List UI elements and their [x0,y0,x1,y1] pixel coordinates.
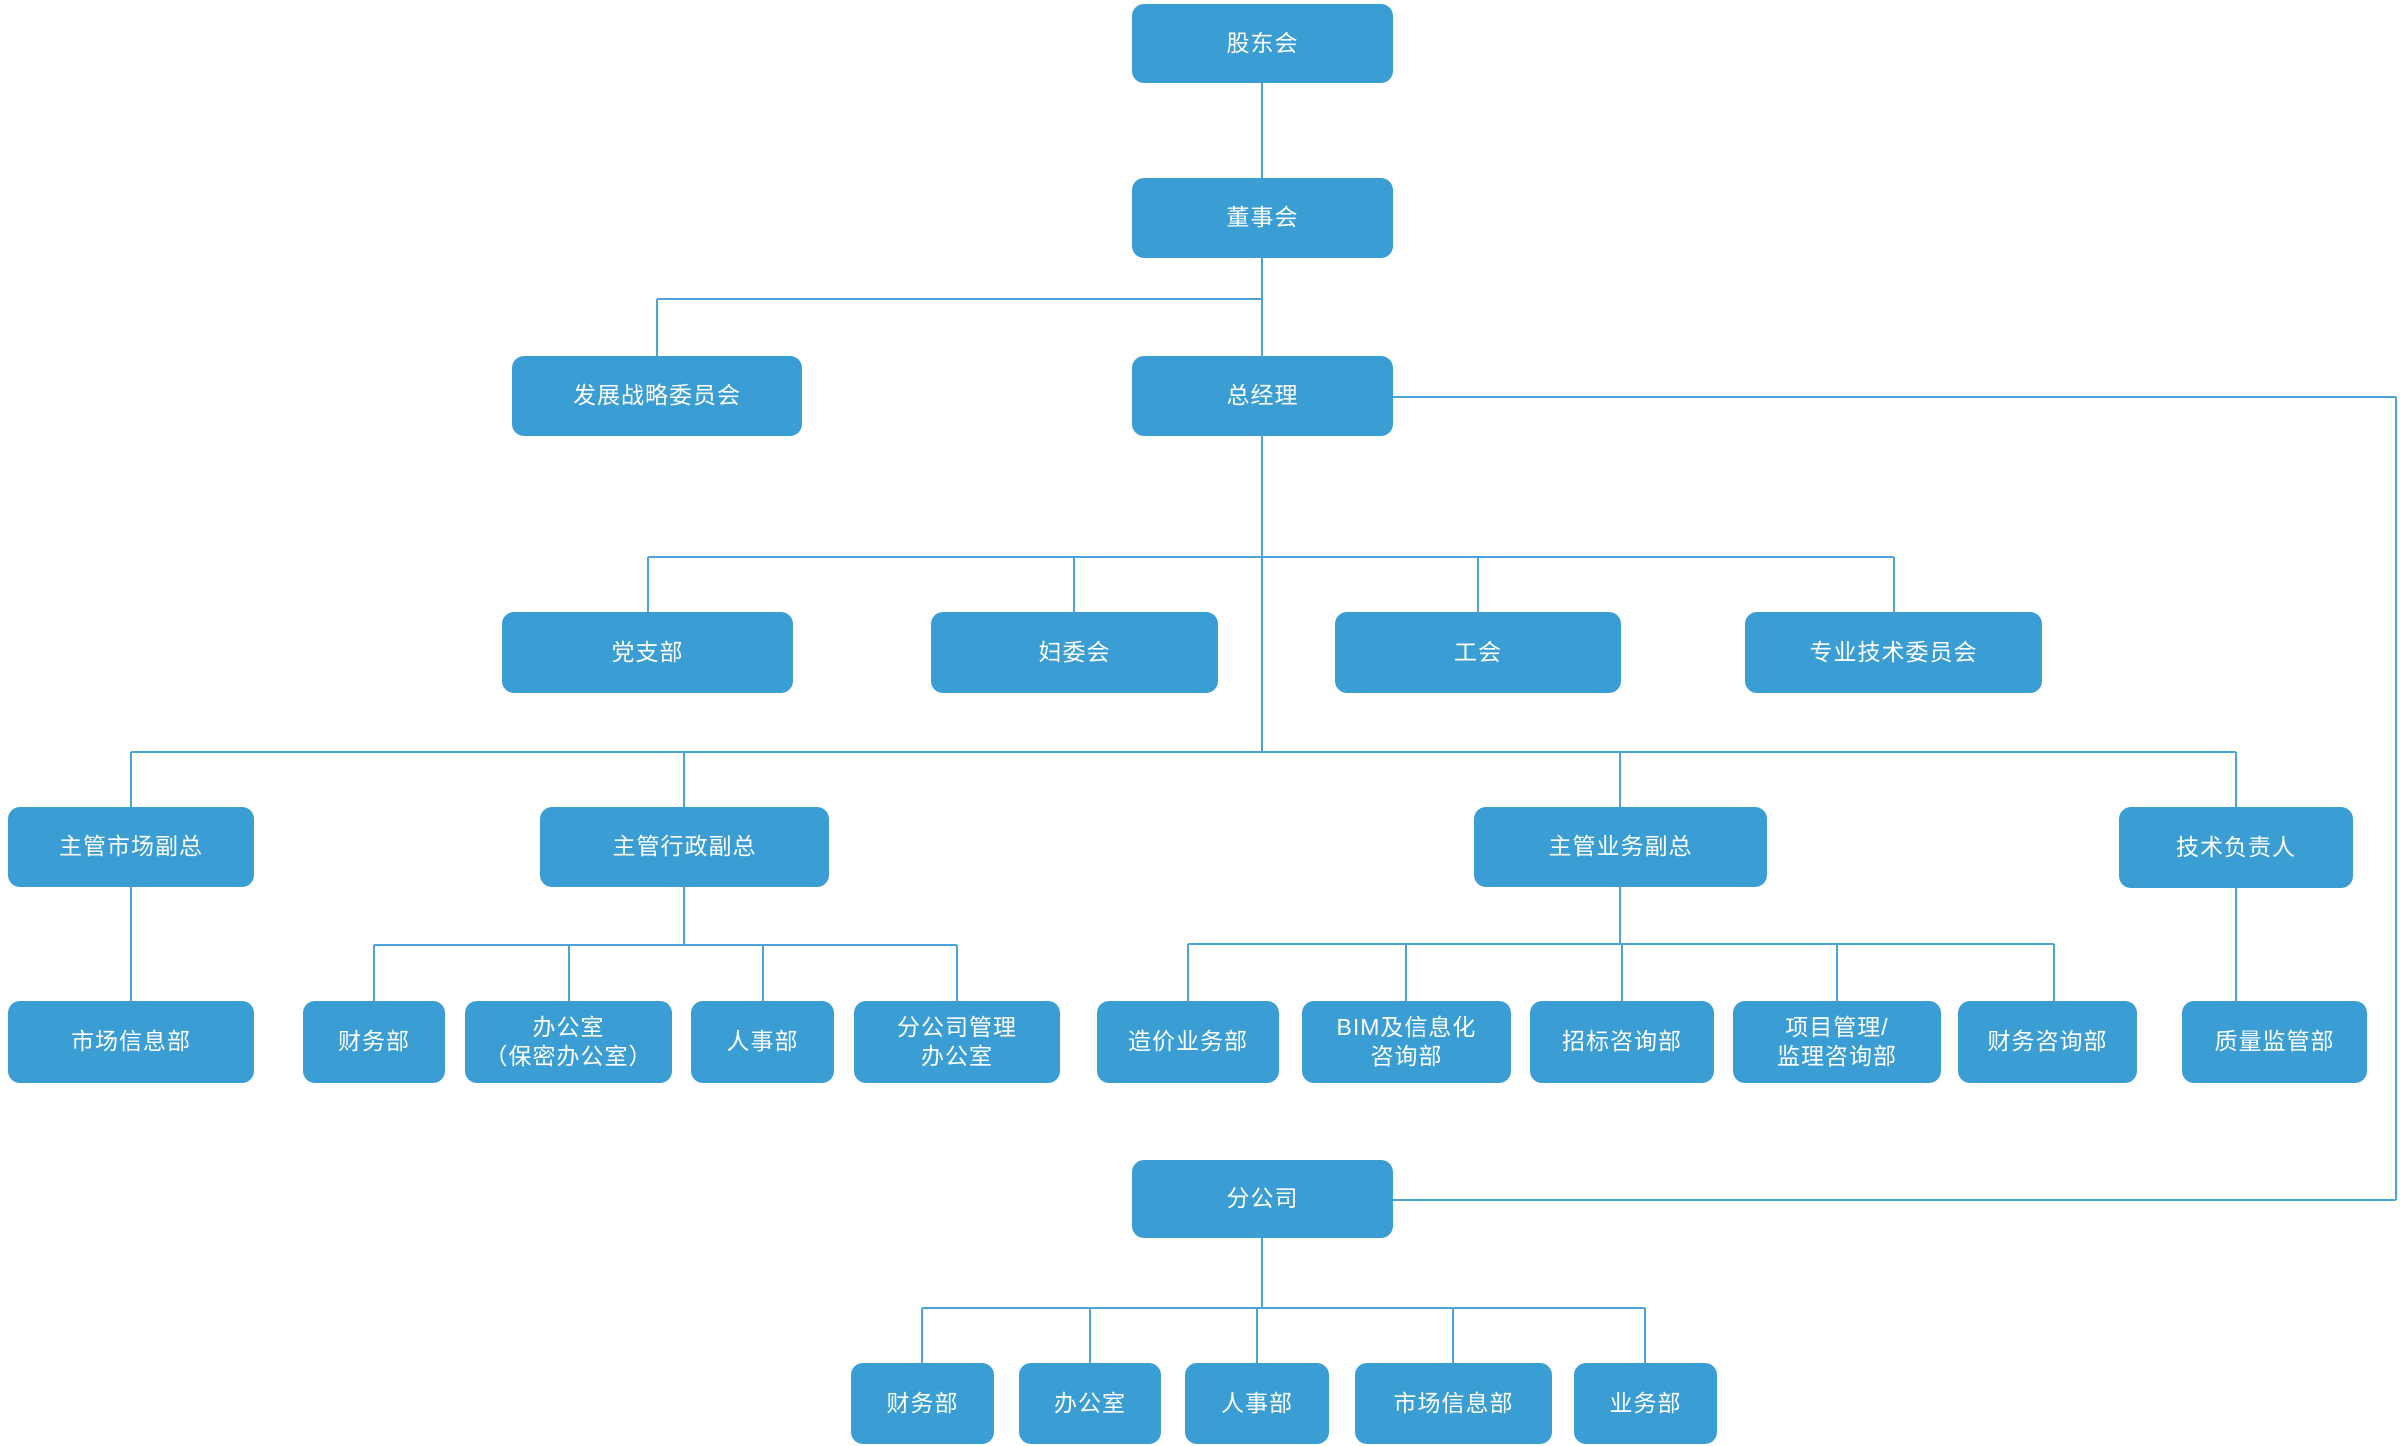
connector-line [956,945,958,1001]
org-node-label: 项目管理/ 监理咨询部 [1777,1013,1897,1069]
org-node-label: 财务咨询部 [1987,1028,2108,1055]
connector-line [1073,557,1075,612]
org-node-label: BIM及信息化 咨询部 [1336,1013,1477,1069]
connector-line [1089,1308,1091,1363]
org-node-deputy-gm-administration: 主管行政副总 [540,807,829,887]
connector-line [2235,752,2237,807]
connector-line [647,557,649,612]
connector-line [130,887,132,1001]
connector-line [921,1308,923,1363]
org-node-branch-business-dept: 业务部 [1574,1363,1717,1444]
connector-line [374,944,957,946]
connector-line [131,751,2236,753]
org-node-bidding-consulting-dept: 招标咨询部 [1530,1001,1714,1083]
org-node-label: 办公室 [1054,1389,1126,1416]
connector-line [1405,944,1407,1001]
org-node-market-information-dept: 市场信息部 [8,1001,254,1083]
org-node-womens-committee: 妇委会 [931,612,1218,693]
connector-line [1261,436,1263,752]
org-node-label: 财务部 [338,1028,410,1055]
connector-line [1452,1308,1454,1363]
connector-line [2235,888,2237,1001]
org-node-label: 质量监管部 [2214,1028,2335,1055]
org-node-branch-hr-dept: 人事部 [1185,1363,1329,1444]
connector-line [130,752,132,807]
org-node-labor-union: 工会 [1335,612,1621,693]
org-node-label: 技术负责人 [2176,833,2296,860]
org-node-professional-technical-committee: 专业技术委员会 [1745,612,2042,693]
org-node-pm-supervision-consulting-dept: 项目管理/ 监理咨询部 [1733,1001,1941,1083]
org-node-label: 妇委会 [1038,638,1111,665]
connector-line [2053,944,2055,1001]
org-node-label: 办公室 （保密办公室） [484,1013,653,1069]
connector-line [1393,1199,2396,1201]
org-node-label: 主管市场副总 [59,833,203,860]
org-node-branch-office: 办公室 [1019,1363,1161,1444]
connector-line [1261,1238,1263,1308]
org-node-label: 主管业务副总 [1548,833,1693,860]
connector-line [1621,944,1623,1001]
connector-line [1477,557,1479,612]
org-node-label: 工会 [1454,638,1502,665]
org-node-branch-management-office: 分公司管理 办公室 [854,1001,1060,1083]
connector-line [657,298,1262,300]
org-node-branch-company: 分公司 [1132,1160,1393,1238]
connector-line [373,945,375,1001]
org-node-hr-dept: 人事部 [691,1001,834,1083]
org-node-branch-market-information-dept: 市场信息部 [1355,1363,1552,1444]
org-node-label: 造价业务部 [1128,1028,1248,1055]
org-node-deputy-gm-business: 主管业务副总 [1474,807,1767,887]
org-node-cost-business-dept: 造价业务部 [1097,1001,1279,1083]
connector-line [648,556,1894,558]
connector-line [1256,1308,1258,1363]
org-node-label: 招标咨询部 [1562,1028,1682,1055]
connector-line [1261,258,1263,356]
org-node-branch-finance-dept: 财务部 [851,1363,994,1444]
org-node-label: 党支部 [611,638,684,665]
org-node-financial-consulting-dept: 财务咨询部 [1958,1001,2137,1083]
org-node-party-branch: 党支部 [502,612,793,693]
org-node-label: 人事部 [1221,1389,1293,1416]
connector-line [762,945,764,1001]
connector-line [1619,887,1621,944]
org-node-deputy-gm-market: 主管市场副总 [8,807,254,887]
org-node-label: 发展战略委员会 [573,382,741,409]
connector-line [656,299,658,356]
org-node-technical-director: 技术负责人 [2119,807,2353,888]
org-node-quality-supervision-dept: 质量监管部 [2182,1001,2367,1083]
org-node-bim-information-consulting-dept: BIM及信息化 咨询部 [1302,1001,1511,1083]
org-node-label: 市场信息部 [71,1028,191,1055]
org-node-board-of-directors: 董事会 [1132,178,1393,258]
connector-line [1836,944,1838,1001]
org-node-development-strategy-committee: 发展战略委员会 [512,356,802,436]
org-node-label: 总经理 [1226,382,1299,409]
connector-line [568,945,570,1001]
connector-line [1893,557,1895,612]
connector-line [1261,83,1263,178]
connector-line [683,752,685,807]
org-node-finance-dept: 财务部 [303,1001,445,1083]
connector-line [1393,396,2396,398]
connector-line [1187,944,1189,1001]
org-node-office-confidential-office: 办公室 （保密办公室） [465,1001,672,1083]
org-node-label: 人事部 [726,1028,799,1055]
org-node-label: 市场信息部 [1393,1389,1514,1416]
connector-line [683,887,685,945]
connector-line [922,1307,1645,1309]
org-node-label: 专业技术委员会 [1809,638,1978,665]
org-node-label: 主管行政副总 [612,833,757,860]
org-node-label: 财务部 [886,1389,959,1416]
org-node-label: 分公司管理 办公室 [897,1013,1017,1069]
connector-line [1644,1308,1646,1363]
org-node-label: 股东会 [1226,29,1299,56]
org-node-label: 业务部 [1609,1389,1682,1416]
org-node-label: 董事会 [1226,204,1299,231]
org-node-shareholders-meeting: 股东会 [1132,4,1393,83]
org-node-label: 分公司 [1226,1185,1299,1212]
connector-line [2395,397,2397,1200]
connector-line [1619,752,1621,807]
org-node-general-manager: 总经理 [1132,356,1393,436]
